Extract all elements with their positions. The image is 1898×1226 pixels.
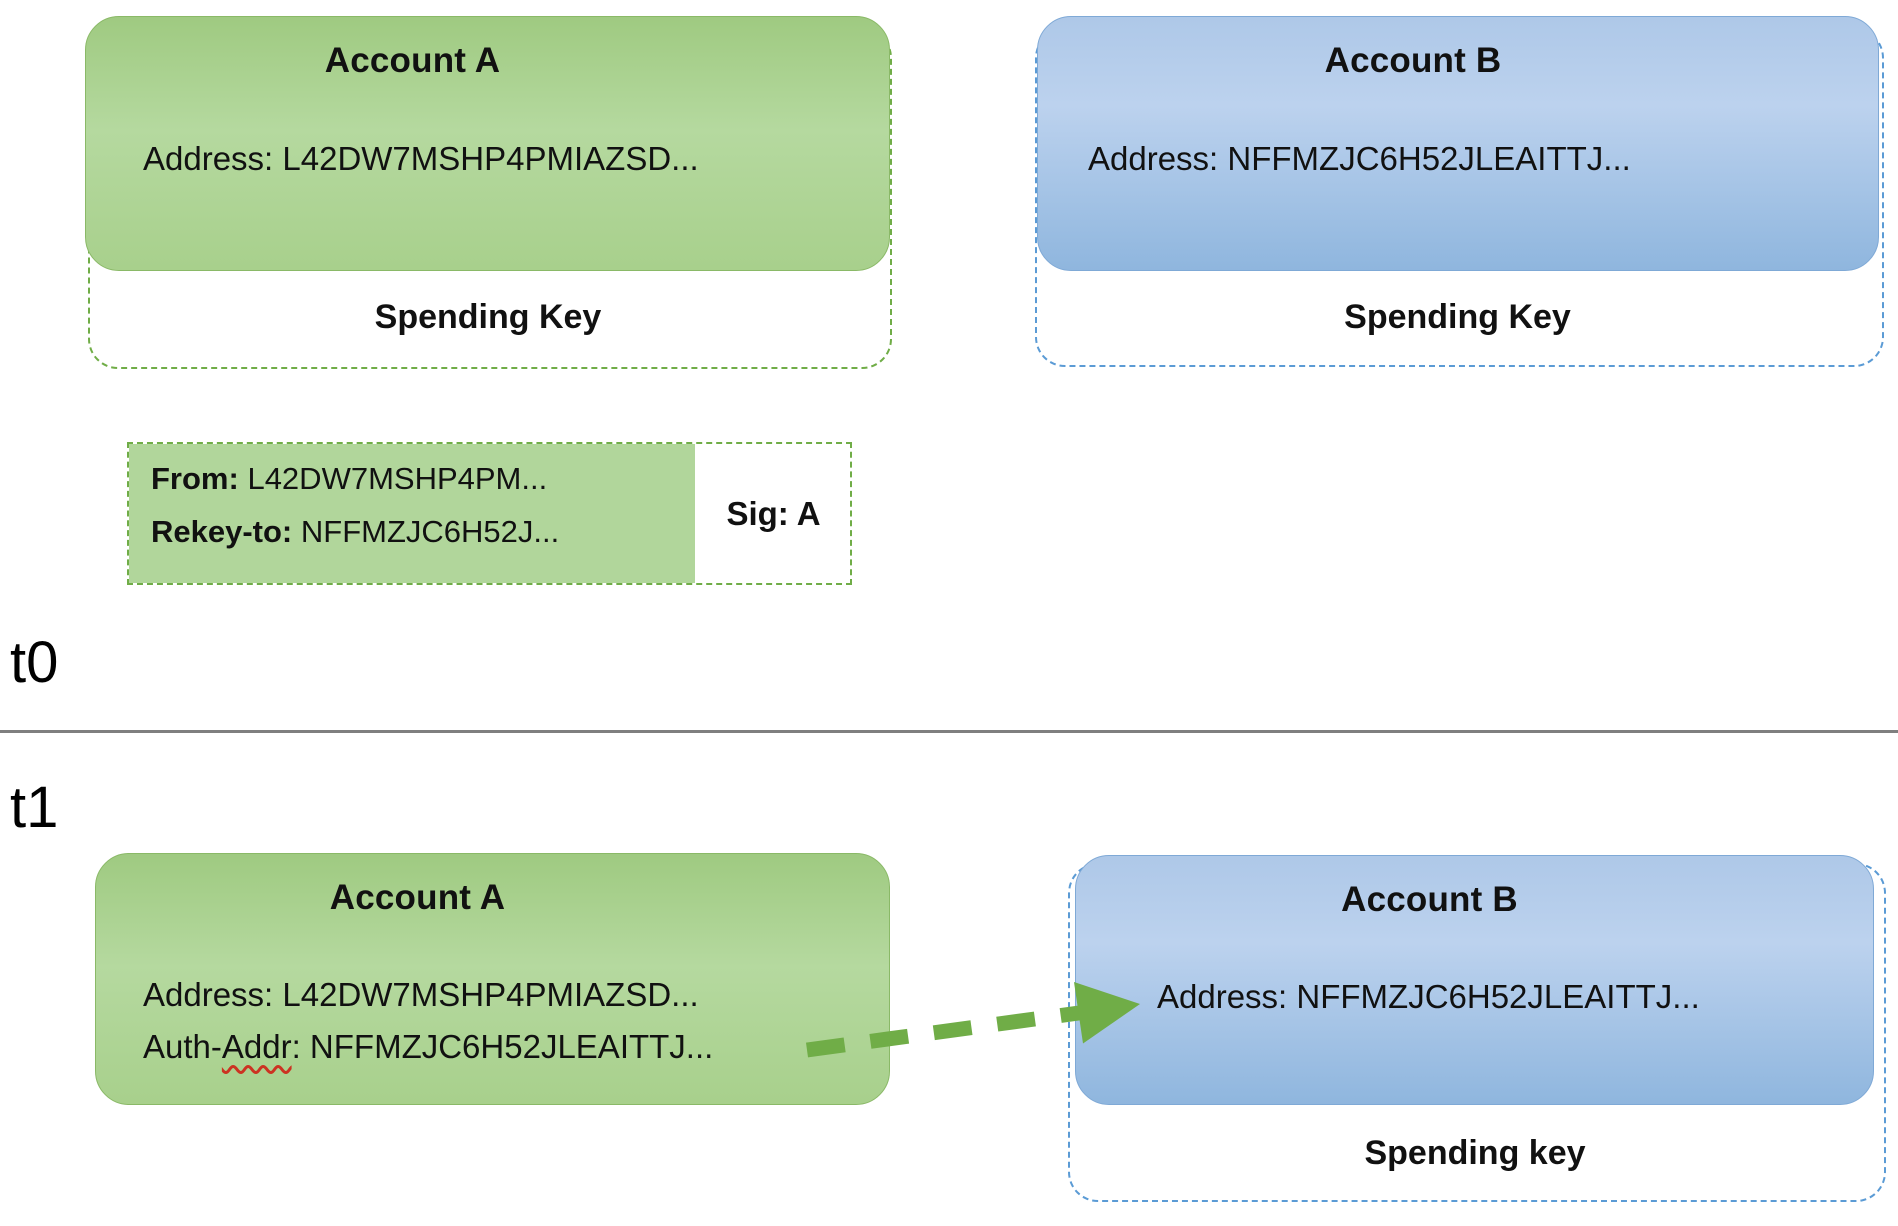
t1-account-a-address: Address: L42DW7MSHP4PMIAZSD... (143, 976, 699, 1013)
rekey-to-value: NFFMZJC6H52J... (300, 514, 560, 549)
t1-account-a-box: Account A Address: L42DW7MSHP4PMIAZSD...… (95, 853, 890, 1105)
t1-account-b-address: Address: NFFMZJC6H52JLEAITTJ... (1157, 978, 1700, 1015)
t1-account-b-spending-key-label: Spending key (1364, 1134, 1586, 1172)
t0-account-b-box: Account B Address: NFFMZJC6H52JLEAITTJ..… (1037, 16, 1879, 271)
timeline-divider (0, 730, 1898, 733)
timeline-t1-label: t1 (10, 775, 59, 840)
t0-account-a-spending-key-label: Spending Key (374, 298, 602, 336)
from-label: From: (151, 461, 239, 496)
t0-account-a-title: Account A (324, 41, 501, 80)
rekey-transaction-rekey-line: Rekey-to: NFFMZJC6H52J... (151, 514, 695, 567)
auth-addr-misspelled-word: Addr (221, 1028, 292, 1065)
t1-account-a-title: Account A (329, 878, 506, 917)
t1-account-a-auth-addr: Auth-Addr: NFFMZJC6H52JLEAITTJ... (143, 1028, 713, 1066)
from-value: L42DW7MSHP4PM... (247, 461, 548, 496)
t0-account-a-box: Account A Address: L42DW7MSHP4PMIAZSD... (85, 16, 890, 271)
t0-account-a-address: Address: L42DW7MSHP4PMIAZSD... (143, 140, 699, 177)
transaction-signature: Sig: A (726, 494, 821, 532)
auth-addr-value: : NFFMZJC6H52JLEAITTJ... (291, 1028, 714, 1065)
t1-account-b-box: Account B Address: NFFMZJC6H52JLEAITTJ..… (1075, 855, 1874, 1105)
t1-account-b-title: Account B (1341, 880, 1518, 919)
t0-account-b-spending-key-label: Spending Key (1344, 298, 1571, 336)
rekey-to-label: Rekey-to: (151, 514, 293, 549)
rekey-transaction-from-line: From: L42DW7MSHP4PM... (151, 461, 695, 514)
t0-account-b-title: Account B (1324, 41, 1502, 80)
rekey-transaction-box: From: L42DW7MSHP4PM... Rekey-to: NFFMZJC… (127, 442, 852, 585)
timeline-t0-label: t0 (10, 630, 59, 695)
auth-addr-prefix: Auth- (143, 1028, 222, 1065)
rekey-transaction-payload: From: L42DW7MSHP4PM... Rekey-to: NFFMZJC… (129, 444, 695, 583)
t0-account-b-address: Address: NFFMZJC6H52JLEAITTJ... (1088, 140, 1631, 177)
